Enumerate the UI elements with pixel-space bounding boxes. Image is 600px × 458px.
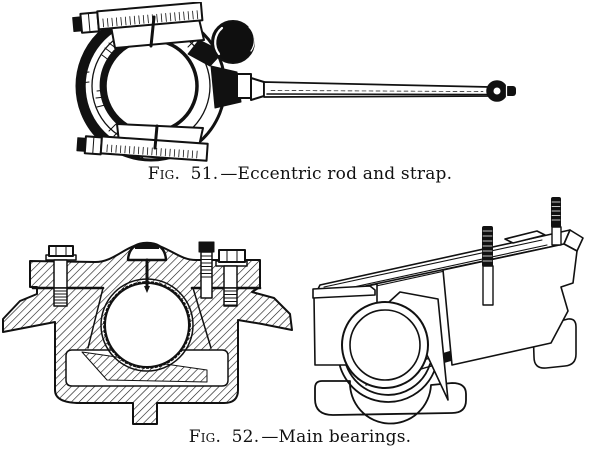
rod-boss (210, 65, 265, 109)
left-stud (482, 226, 494, 306)
strap-top-bolt (72, 2, 205, 49)
oil-cup (187, 20, 255, 67)
left-cap-lip (312, 285, 376, 299)
fig52-bearing-perspective-drawing (312, 197, 584, 425)
strap-bottom-bolt (76, 123, 209, 162)
fig52-caption: Fig. 52.—Main bearings. (0, 426, 600, 448)
fig51-eccentric-rod-and-strap-drawing (72, 2, 516, 162)
fig51-caption-label: Fig. 51. (147, 164, 219, 184)
cap-wedge (388, 291, 449, 401)
left-hex-bolt (45, 245, 77, 307)
center-dome-bolt (126, 241, 168, 293)
dark-stud (198, 241, 215, 299)
front-base-flange (314, 380, 467, 425)
right-stud (551, 197, 562, 246)
block-side-face (442, 243, 578, 366)
fig52-caption-text: —Main bearings. (261, 427, 412, 447)
right-hex-bolt (215, 249, 248, 307)
cheek-lines (87, 287, 212, 349)
top-pad (504, 230, 546, 244)
fig51-caption-text: —Eccentric rod and strap. (220, 164, 453, 184)
rod-eye (486, 80, 516, 102)
shaft-bore (104, 282, 190, 368)
eccentric-rod (263, 81, 491, 98)
bore-inner-circle (349, 309, 421, 381)
fig51-caption: Fig. 51.—Eccentric rod and strap. (0, 163, 600, 185)
fig52-bearing-cross-section-drawing (2, 241, 293, 425)
fig52-caption-label: Fig. 52. (188, 427, 260, 447)
